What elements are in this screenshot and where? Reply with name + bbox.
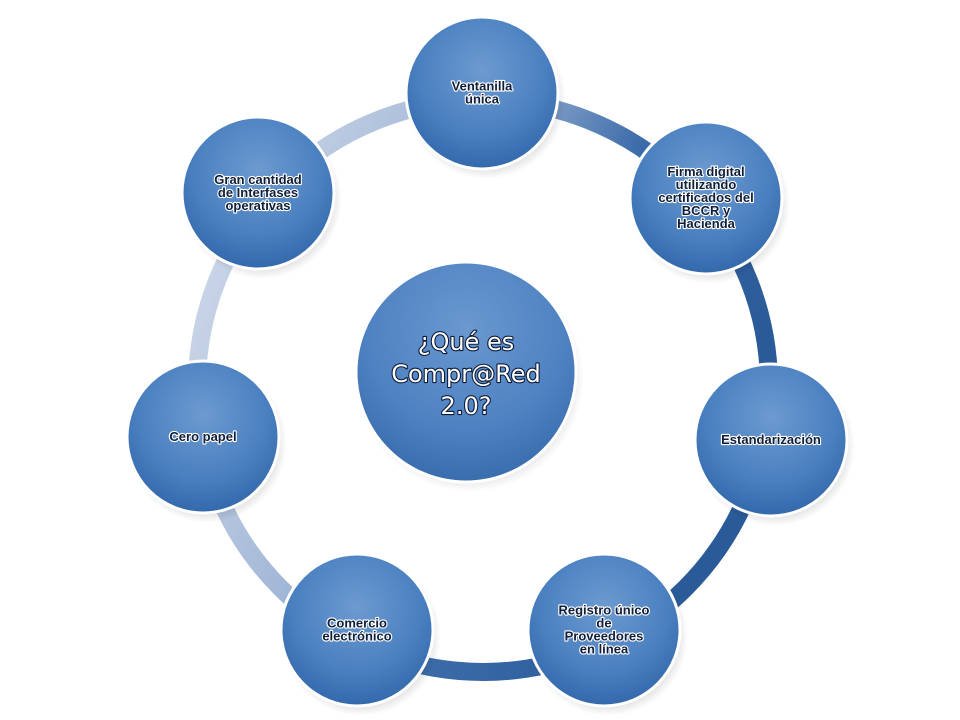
node-circle bbox=[125, 359, 281, 515]
center-node: ¿Qué es Compr@Red 2.0? bbox=[354, 260, 584, 492]
node-circle bbox=[628, 120, 784, 276]
node-label-line: de Interfases bbox=[218, 185, 298, 200]
node-circle bbox=[404, 15, 560, 171]
node-circle bbox=[526, 552, 682, 708]
node-label-line: Estandarización bbox=[721, 432, 821, 447]
center-title-line-3: 2.0? bbox=[441, 392, 492, 420]
center-title-line-2: Compr@Red bbox=[391, 360, 541, 388]
node-label-line: Gran cantidad bbox=[214, 172, 301, 187]
node-label-line: Proveedores bbox=[565, 629, 644, 644]
node-label-line: BCCR y bbox=[682, 203, 731, 218]
node-label-line: certificados del bbox=[658, 190, 753, 205]
node-label-line: de bbox=[596, 616, 611, 631]
node-estandarizacion: Estandarización bbox=[693, 362, 855, 526]
node-label-line: Registro único bbox=[558, 603, 649, 618]
node-label-line: electrónico bbox=[322, 629, 391, 644]
node-label-line: en línea bbox=[580, 642, 629, 657]
node-label-line: utilizando bbox=[676, 177, 737, 192]
node-label-line: Comercio bbox=[327, 616, 387, 631]
node-circle bbox=[693, 362, 849, 518]
node-label-line: Hacienda bbox=[677, 216, 736, 231]
center-title-line-1: ¿Qué es bbox=[418, 328, 515, 356]
node-label-line: Ventanilla bbox=[452, 79, 513, 94]
node-circle bbox=[279, 552, 435, 708]
node-label-line: Cero papel bbox=[169, 429, 236, 444]
node-label-line: Firma digital bbox=[667, 164, 744, 179]
node-circle bbox=[180, 115, 336, 271]
node-cero: Cero papel bbox=[125, 359, 287, 523]
node-label-line: única bbox=[465, 92, 500, 107]
node-label-line: operativas bbox=[225, 198, 290, 213]
